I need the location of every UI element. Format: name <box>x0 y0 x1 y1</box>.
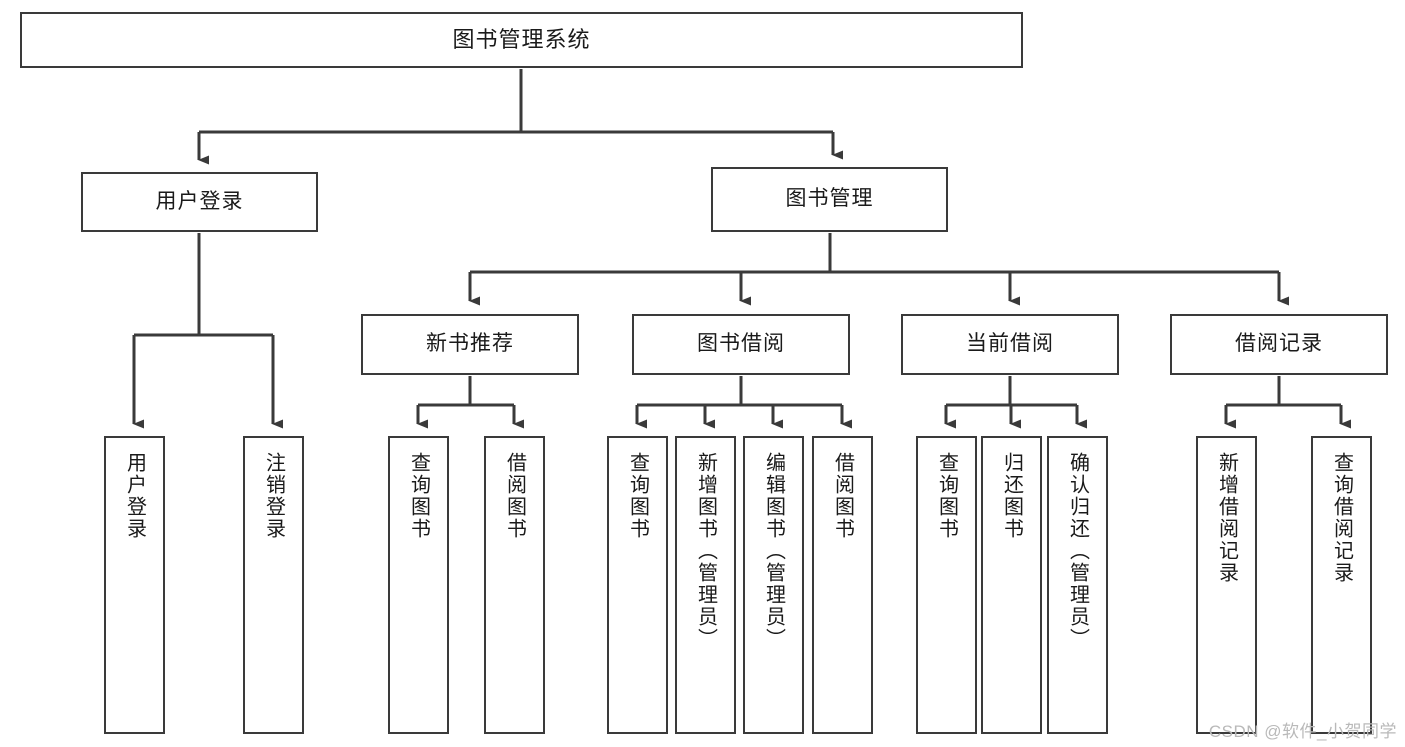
node-leaf-confirm-return[interactable]: 确认归还（管理员） <box>1047 436 1108 734</box>
node-leaf-add-record[interactable]: 新增借阅记录 <box>1196 436 1257 734</box>
node-leaf-add-record-label: 新增借阅记录 <box>1215 452 1238 584</box>
node-leaf-query-book-2[interactable]: 查询图书 <box>607 436 668 734</box>
node-leaf-borrow-book-1[interactable]: 借阅图书 <box>484 436 545 734</box>
node-user-login[interactable]: 用户登录 <box>81 172 318 232</box>
node-current-borrow[interactable]: 当前借阅 <box>901 314 1119 375</box>
node-leaf-user-login[interactable]: 用户登录 <box>104 436 165 734</box>
node-leaf-add-book-label: 新增图书（管理员） <box>694 452 717 650</box>
node-leaf-user-logout[interactable]: 注销登录 <box>243 436 304 734</box>
node-leaf-query-book-1-label: 查询图书 <box>407 452 430 540</box>
node-leaf-return-book[interactable]: 归还图书 <box>981 436 1042 734</box>
node-leaf-edit-book-label: 编辑图书（管理员） <box>762 452 785 650</box>
node-root-label: 图书管理系统 <box>452 27 591 53</box>
node-leaf-query-record-label: 查询借阅记录 <box>1330 452 1353 584</box>
node-leaf-return-book-label: 归还图书 <box>1000 452 1023 540</box>
node-leaf-borrow-book-2-label: 借阅图书 <box>831 452 854 540</box>
node-leaf-edit-book[interactable]: 编辑图书（管理员） <box>743 436 804 734</box>
node-current-borrow-label: 当前借阅 <box>966 332 1054 356</box>
node-user-login-label: 用户登录 <box>155 189 244 213</box>
node-leaf-query-record[interactable]: 查询借阅记录 <box>1311 436 1372 734</box>
node-book-borrow[interactable]: 图书借阅 <box>632 314 850 375</box>
node-leaf-borrow-book-2[interactable]: 借阅图书 <box>812 436 873 734</box>
node-book-manage[interactable]: 图书管理 <box>711 167 948 232</box>
node-leaf-query-book-1[interactable]: 查询图书 <box>388 436 449 734</box>
node-book-borrow-label: 图书借阅 <box>697 332 785 356</box>
node-borrow-record-label: 借阅记录 <box>1235 332 1323 356</box>
node-book-manage-label: 图书管理 <box>785 187 874 211</box>
node-borrow-record[interactable]: 借阅记录 <box>1170 314 1388 375</box>
node-leaf-query-book-2-label: 查询图书 <box>626 452 649 540</box>
node-leaf-add-book[interactable]: 新增图书（管理员） <box>675 436 736 734</box>
node-leaf-borrow-book-1-label: 借阅图书 <box>503 452 526 540</box>
node-new-book-rec[interactable]: 新书推荐 <box>361 314 579 375</box>
node-leaf-user-logout-label: 注销登录 <box>262 452 285 540</box>
node-new-book-rec-label: 新书推荐 <box>426 332 514 356</box>
node-leaf-query-book-3-label: 查询图书 <box>935 452 958 540</box>
node-root[interactable]: 图书管理系统 <box>20 12 1023 68</box>
node-leaf-confirm-return-label: 确认归还（管理员） <box>1066 452 1089 650</box>
node-leaf-query-book-3[interactable]: 查询图书 <box>916 436 977 734</box>
node-leaf-user-login-label: 用户登录 <box>123 452 146 540</box>
